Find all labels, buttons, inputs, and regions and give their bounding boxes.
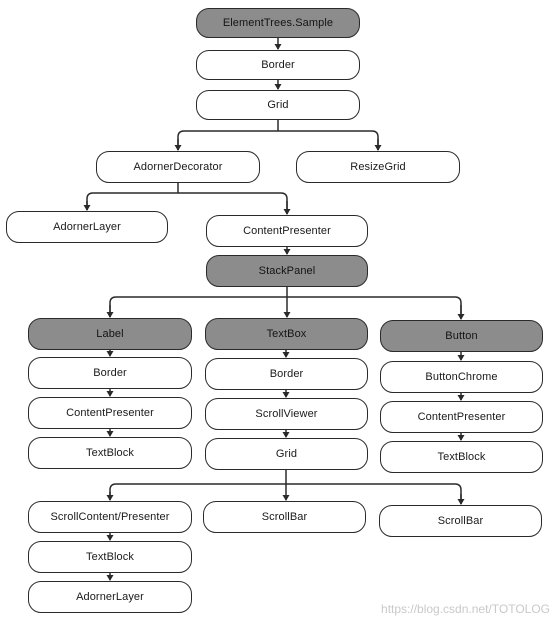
node-adorner-layer-bottom: AdornerLayer — [28, 581, 192, 613]
node-label: Label — [28, 318, 192, 350]
node-adorner-layer-top: AdornerLayer — [6, 211, 168, 243]
connector-26 — [109, 483, 462, 504]
node-textbox: TextBox — [205, 318, 368, 350]
node-button-textblock: TextBlock — [380, 441, 543, 473]
node-adorner-decorator: AdornerDecorator — [96, 151, 260, 183]
node-content-presenter-top: ContentPresenter — [206, 215, 368, 247]
node-button: Button — [380, 320, 543, 352]
node-button-content-presenter: ContentPresenter — [380, 401, 543, 433]
node-resize-grid: ResizeGrid — [296, 151, 460, 183]
node-scp-textblock: TextBlock — [28, 541, 192, 573]
node-scroll-content-presenter: ScrollContent/Presenter — [28, 501, 192, 533]
node-label-content-presenter: ContentPresenter — [28, 397, 192, 429]
node-label-border: Border — [28, 357, 192, 389]
connector-8 — [86, 192, 288, 214]
watermark-text: https://blog.csdn.net/TOTOLOG — [381, 602, 550, 616]
node-label-textblock: TextBlock — [28, 437, 192, 469]
node-element-trees-sample: ElementTrees.Sample — [196, 8, 360, 38]
node-textbox-scrollviewer: ScrollViewer — [205, 398, 368, 430]
node-stack-panel: StackPanel — [206, 255, 368, 287]
node-grid-root: Grid — [196, 90, 360, 120]
connector-4 — [177, 130, 379, 150]
node-button-chrome: ButtonChrome — [380, 361, 543, 393]
node-scrollbar-1: ScrollBar — [203, 501, 366, 533]
connector-13 — [109, 296, 462, 319]
node-textbox-border: Border — [205, 358, 368, 390]
node-textbox-grid: Grid — [205, 438, 368, 470]
node-scrollbar-2: ScrollBar — [379, 505, 542, 537]
node-border-root: Border — [196, 50, 360, 80]
